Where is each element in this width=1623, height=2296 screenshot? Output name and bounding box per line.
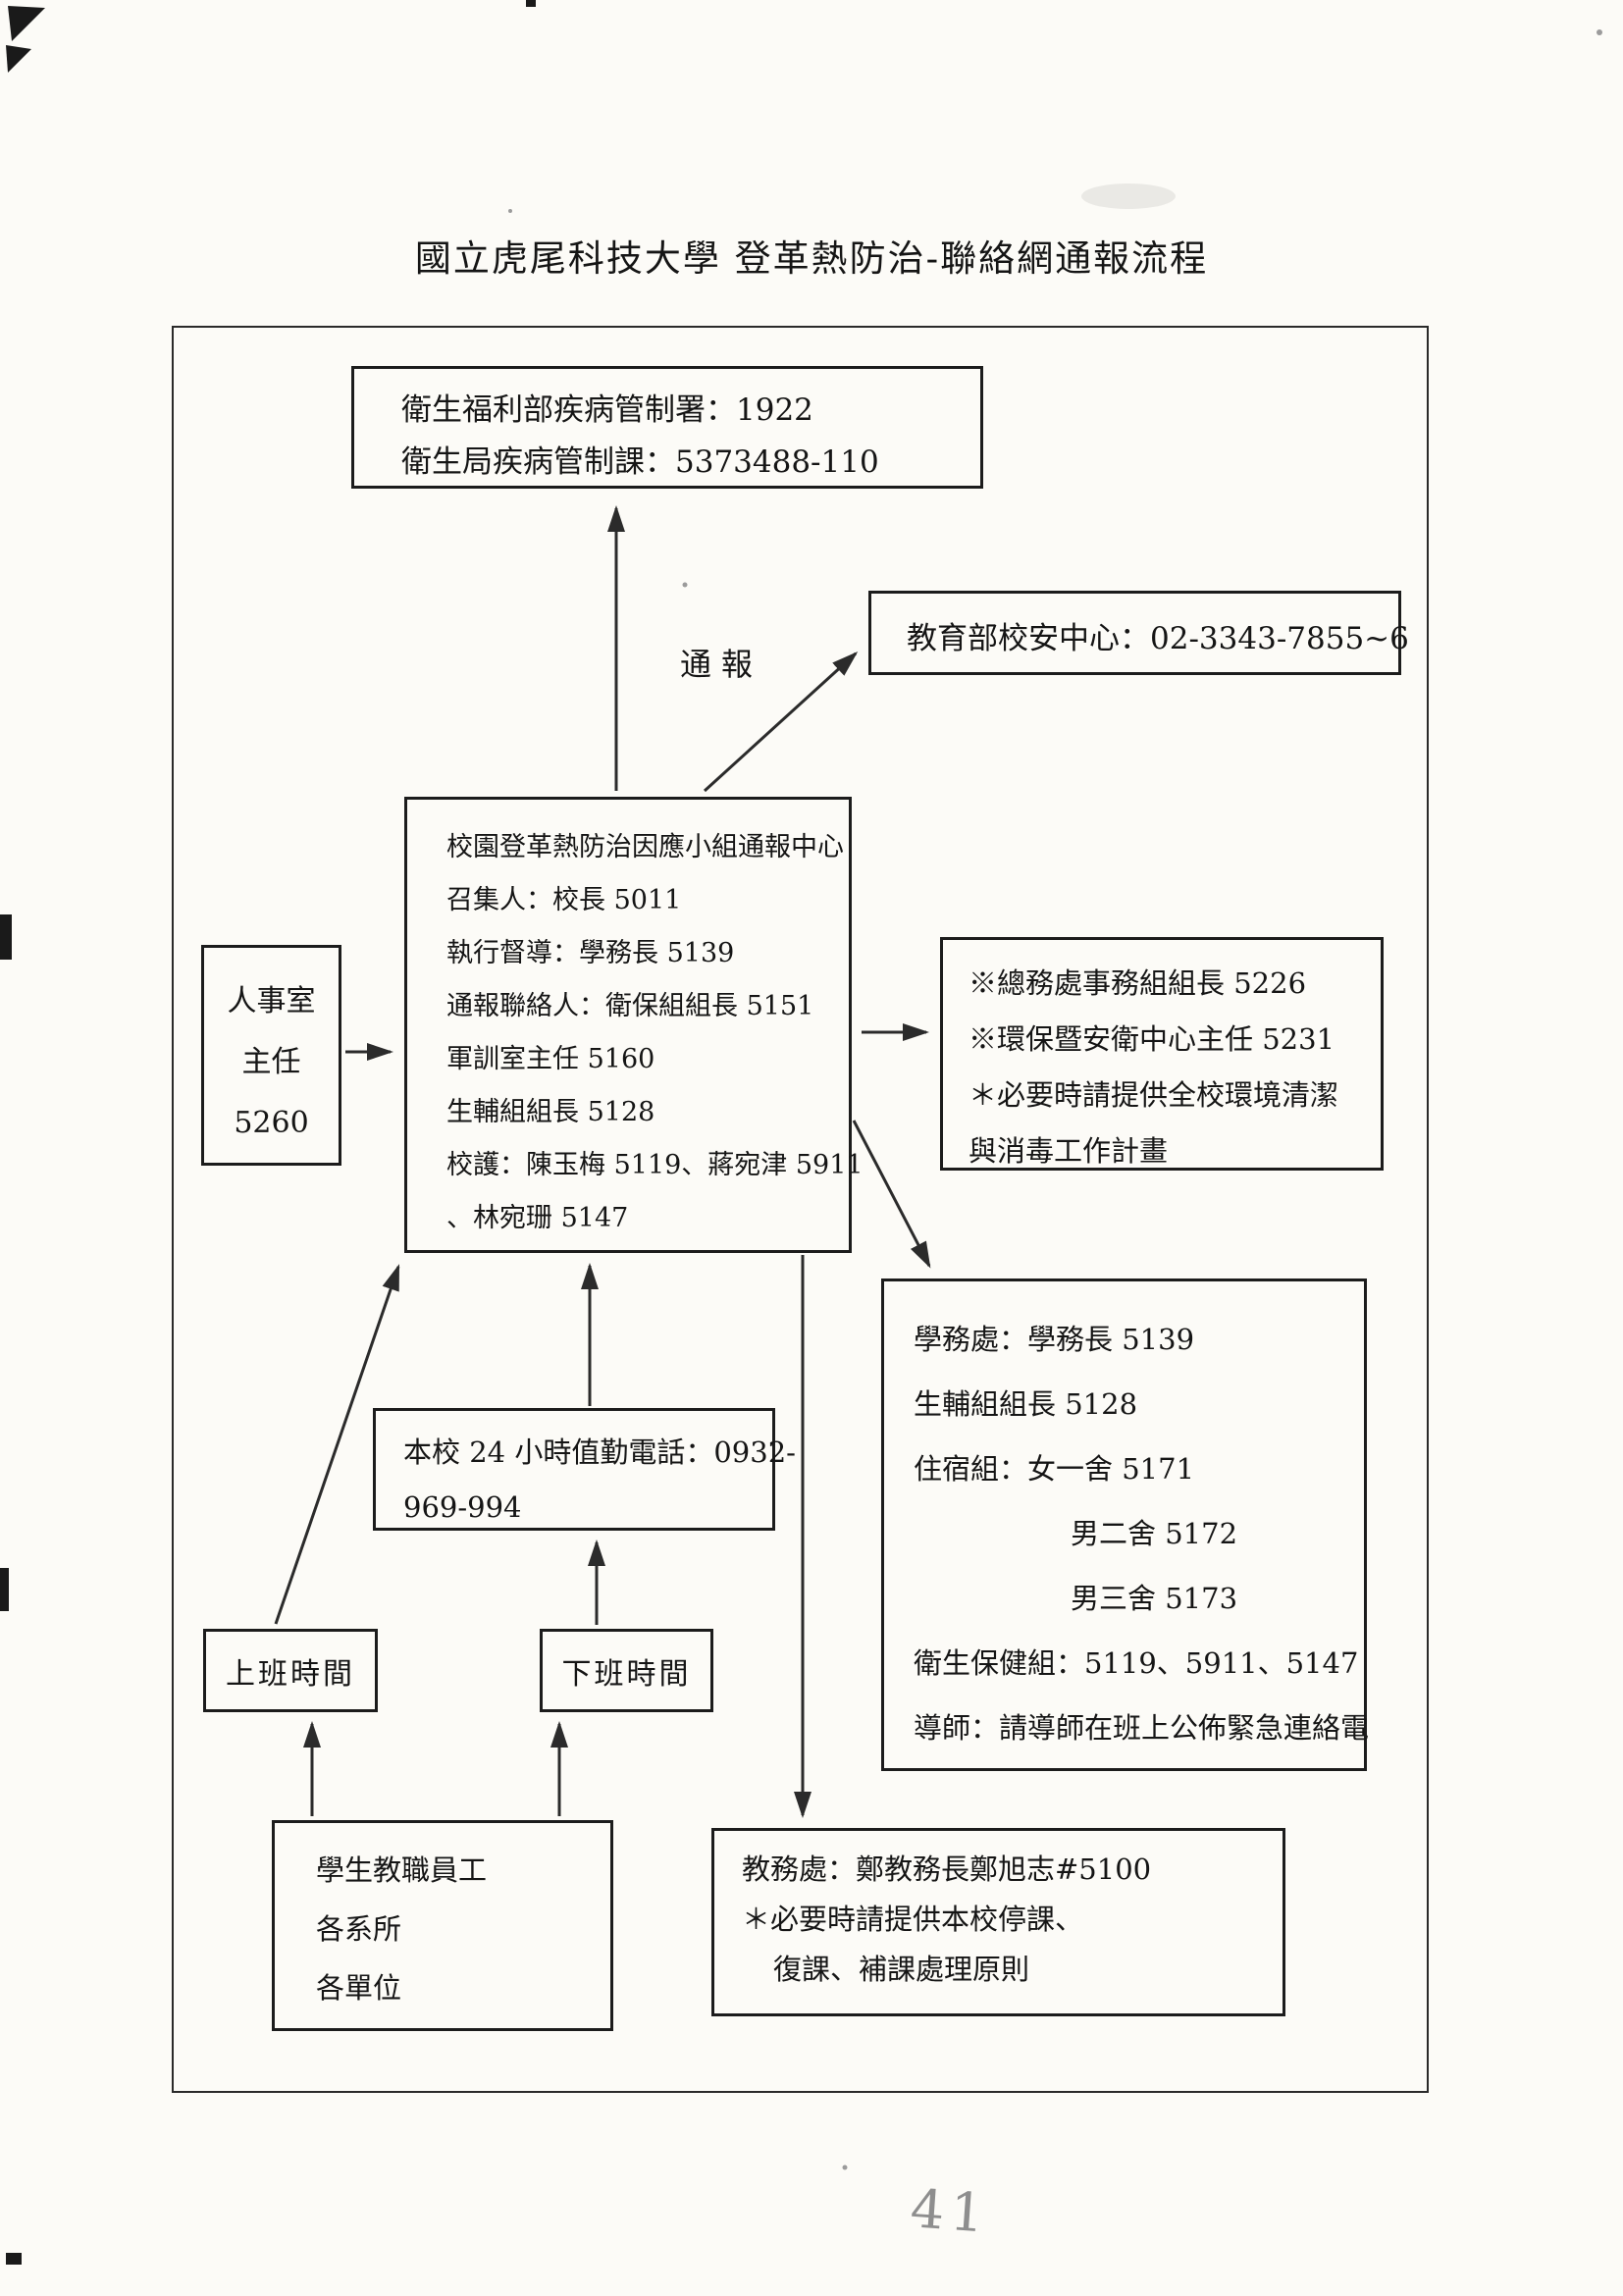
text-line: 969-994 — [403, 1490, 522, 1524]
page-title: 國立虎尾科技大學 登革熱防治-聯絡網通報流程 — [414, 237, 1209, 280]
text-line: 校護：陳玉梅 5119、蔣宛津 5911 — [446, 1150, 864, 1180]
text-line: 教務處：鄭教務長鄭旭志#5100 — [742, 1852, 1152, 1886]
text-line: ※環保暨安衛中心主任 5231 — [969, 1022, 1335, 1056]
text-line: ※總務處事務組組長 5226 — [969, 966, 1307, 1000]
text-line: 生輔組組長 5128 — [446, 1097, 655, 1127]
box-students-staff-units: 學生教職員工 各系所 各單位 — [272, 1820, 613, 2031]
text-line: 男三舍 5173 — [1071, 1582, 1238, 1615]
text-line: 主任 — [241, 1045, 301, 1079]
text-line: 復課、補課處理原則 — [773, 1953, 1030, 1986]
text-line: 校園登革熱防治因應小組通報中心 — [446, 832, 844, 862]
text-line: 通報聯絡人：衛保組組長 5151 — [446, 991, 814, 1021]
scan-artifact — [0, 1568, 9, 1611]
text-line: 男二舍 5172 — [1071, 1517, 1238, 1550]
text-line: 住宿組：女一舍 5171 — [914, 1452, 1195, 1486]
text-line: ＊必要時請提供本校停課、 — [742, 1903, 1084, 1936]
scan-artifact — [0, 914, 12, 960]
scan-artifact — [526, 0, 536, 7]
scan-speck — [842, 2165, 848, 2170]
text-line: 生輔組組長 5128 — [914, 1387, 1138, 1421]
box-off-hours: 下班時間 — [540, 1629, 713, 1712]
text-line: ＊必要時請提供全校環境清潔 — [969, 1078, 1339, 1112]
box-health-department: 衛生福利部疾病管制署：1922 衛生局疾病管制課：5373488-110 — [351, 366, 983, 489]
text-line: 與消毒工作計畫 — [969, 1134, 1169, 1168]
flowchart-outer-border — [172, 326, 1429, 2093]
text-line: 、林宛珊 5147 — [446, 1203, 629, 1233]
box-moe-campus-safety: 教育部校安中心：02-3343-7855~6 — [868, 591, 1409, 675]
scan-artifact — [8, 6, 45, 41]
text-line: 各系所 — [316, 1912, 402, 1946]
scan-artifact — [6, 2253, 22, 2265]
text-line: 召集人：校長 5011 — [446, 885, 682, 915]
notify-arrow-label: 通報 — [680, 646, 763, 683]
text-line: 軍訓室主任 5160 — [446, 1044, 655, 1074]
text-line: 各單位 — [316, 1971, 402, 2005]
scan-speck — [1597, 29, 1602, 35]
scan-speck — [508, 209, 512, 213]
text-line: 下班時間 — [561, 1656, 692, 1692]
text-line: 學生教職員工 — [316, 1853, 488, 1887]
text-line: 5260 — [234, 1106, 309, 1140]
text-line: 導師：請導師在班上公佈緊急連絡電 — [914, 1711, 1370, 1745]
box-personnel-office: 人事室 主任 5260 — [201, 945, 341, 1166]
box-24hr-duty-phone: 本校 24 小時值勤電話：0932- 969-994 — [373, 1408, 796, 1531]
text-line: 本校 24 小時值勤電話：0932- — [403, 1435, 796, 1469]
text-line: 學務處：學務長 5139 — [914, 1323, 1195, 1356]
text-line: 教育部校安中心：02-3343-7855~6 — [907, 621, 1409, 656]
text-line: 執行督導：學務長 5139 — [446, 938, 735, 968]
scan-smudge — [1081, 183, 1176, 209]
text-line: 人事室 — [227, 984, 316, 1018]
text-line: 上班時間 — [226, 1656, 355, 1692]
text-line: 衛生局疾病管制課：5373488-110 — [401, 444, 879, 480]
box-academic-affairs: 教務處：鄭教務長鄭旭志#5100 ＊必要時請提供本校停課、 復課、補課處理原則 — [711, 1828, 1285, 2016]
box-campus-dengue-response-center: 校園登革熱防治因應小組通報中心 召集人：校長 5011 執行督導：學務長 513… — [404, 797, 864, 1253]
box-student-affairs: 學務處：學務長 5139 生輔組組長 5128 住宿組：女一舍 5171 男二舍… — [881, 1278, 1370, 1771]
scan-artifact — [6, 45, 31, 73]
text-line: 衛生保健組：5119、5911、5147 — [914, 1646, 1359, 1680]
box-work-hours: 上班時間 — [203, 1629, 378, 1712]
text-line: 衛生福利部疾病管制署：1922 — [401, 392, 813, 428]
box-general-affairs: ※總務處事務組組長 5226 ※環保暨安衛中心主任 5231 ＊必要時請提供全校… — [940, 937, 1384, 1171]
handwritten-page-number: 41 — [908, 2177, 992, 2245]
